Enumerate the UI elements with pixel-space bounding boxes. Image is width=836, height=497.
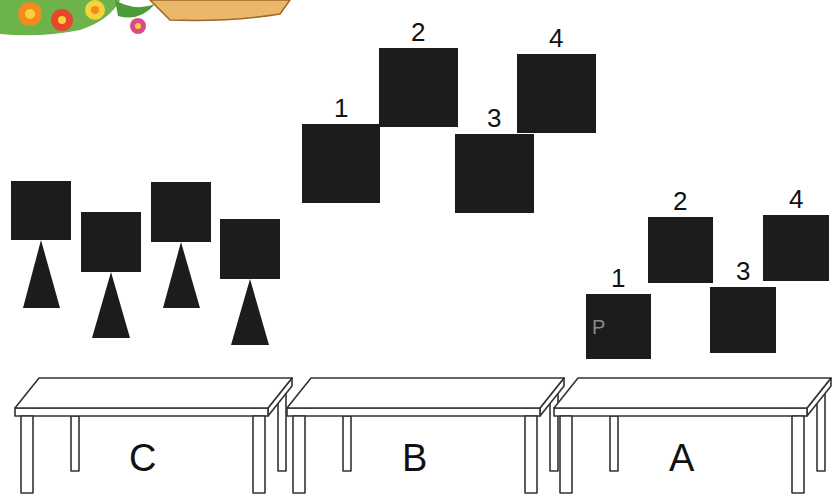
table-letter: B <box>402 439 427 477</box>
lamp-shapes <box>11 181 280 345</box>
black-square: 4 <box>763 215 829 281</box>
black-square: 1 <box>302 124 380 203</box>
table-letter: C <box>129 439 156 477</box>
callout-number: 4 <box>789 186 803 212</box>
table-drawing <box>552 375 834 495</box>
black-square: 3 <box>710 287 776 353</box>
callout-number: 4 <box>549 25 563 51</box>
callout-number: 2 <box>673 188 687 214</box>
callout-number: 1 <box>334 95 348 121</box>
callout-number: 2 <box>411 19 425 45</box>
table: A <box>552 375 834 495</box>
black-square: 2 <box>648 217 713 283</box>
black-square: 4 <box>517 54 596 133</box>
callout-number: 1 <box>611 265 625 291</box>
black-square: 2 <box>379 48 458 127</box>
black-square: 1P <box>586 294 651 359</box>
black-square: 3 <box>455 134 534 213</box>
square-letter: P <box>592 317 605 337</box>
table: B <box>285 375 567 495</box>
corner-decoration <box>0 0 290 35</box>
table-letter: A <box>669 439 694 477</box>
table-drawing <box>13 375 295 495</box>
table: C <box>13 375 295 495</box>
callout-number: 3 <box>736 258 750 284</box>
table-drawing <box>285 375 567 495</box>
callout-number: 3 <box>487 105 501 131</box>
